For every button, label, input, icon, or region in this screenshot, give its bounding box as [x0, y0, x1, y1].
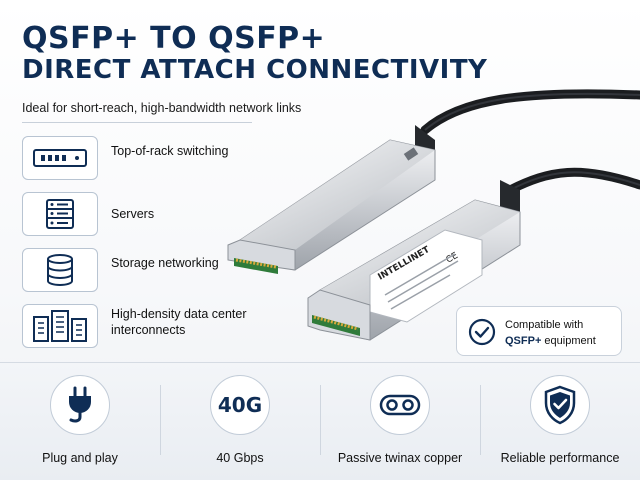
bottom-label: Passive twinax copper — [337, 451, 463, 465]
feature-label: Storage networking — [111, 256, 219, 270]
product-image-dac-cable: INTELLINET CE — [227, 89, 640, 341]
speed-badge-text: 40G — [217, 393, 263, 417]
subtitle: Ideal for short-reach, high-bandwidth ne… — [22, 101, 302, 115]
title-line-1: QSFP+ TO QSFP+ — [22, 21, 326, 56]
bottom-item-plug-and-play: Plug and play — [0, 375, 160, 475]
compat-bold: QSFP+ — [505, 334, 542, 347]
feature-icon-box — [22, 136, 98, 180]
feature-icon-box — [22, 192, 98, 236]
feature-label: High-density data center interconnects — [111, 307, 247, 338]
check-circle-icon — [468, 318, 496, 346]
icon-circle — [530, 375, 590, 435]
icon-circle — [370, 375, 430, 435]
database-icon — [47, 254, 73, 286]
twinax-icon — [379, 394, 421, 416]
feature-item-datacenter: High-density data center interconnects — [22, 304, 322, 352]
plug-icon — [69, 386, 91, 423]
speed-badge-icon: 40G — [210, 375, 270, 435]
divider — [160, 385, 161, 455]
page-title: QSFP+ TO QSFP+ DIRECT ATTACH CONNECTIVIT… — [22, 22, 522, 85]
shield-check-icon — [544, 385, 576, 425]
bottom-item-twinax: Passive twinax copper — [320, 375, 480, 475]
feature-label: Servers — [111, 207, 155, 221]
qsfp-connector-upper — [227, 125, 436, 274]
bottom-label: Reliable performance — [500, 451, 620, 465]
divider — [22, 122, 252, 123]
bottom-label: 40 Gbps — [216, 451, 264, 465]
bottom-item-40-gbps: 40G 40 Gbps — [160, 375, 320, 475]
divider — [480, 385, 481, 455]
compat-line-1: Compatible with — [505, 319, 584, 331]
switch-icon — [33, 149, 87, 167]
datacenter-icon — [33, 310, 87, 342]
divider — [320, 385, 321, 455]
feature-item-servers: Servers — [22, 192, 322, 240]
bottom-features-band: Plug and play 40G 40 Gbps Passive twinax… — [0, 362, 640, 480]
server-icon — [46, 199, 74, 229]
feature-icon-box — [22, 304, 98, 348]
bottom-label: Plug and play — [42, 451, 118, 465]
compat-line-2: equipment — [541, 334, 596, 347]
bottom-item-reliable: Reliable performance — [480, 375, 640, 475]
feature-item-storage: Storage networking — [22, 248, 322, 296]
feature-item-top-of-rack: Top-of-rack switching — [22, 136, 322, 184]
feature-label: Top-of-rack switching — [111, 144, 229, 158]
compatibility-badge: Compatible with QSFP+ equipment — [456, 306, 622, 356]
title-line-2: DIRECT ATTACH CONNECTIVITY — [22, 54, 488, 85]
icon-circle — [50, 375, 110, 435]
feature-icon-box — [22, 248, 98, 292]
